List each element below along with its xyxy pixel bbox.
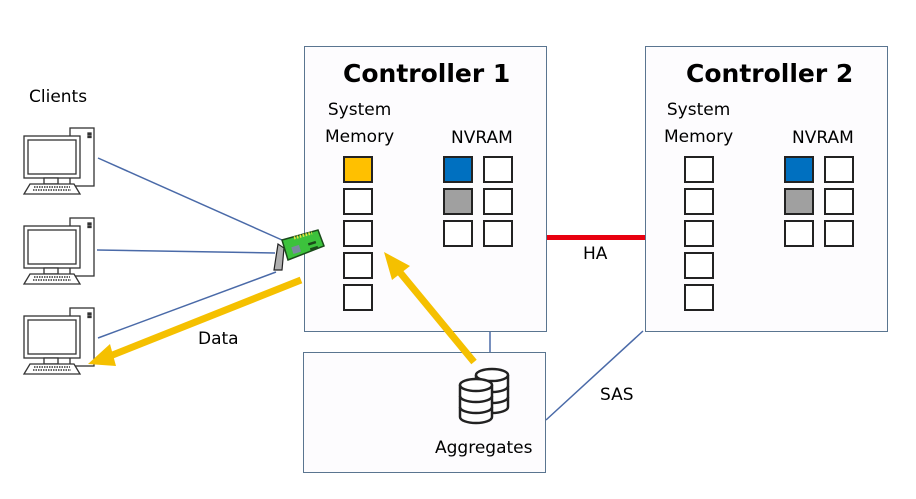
controller-2-title: Controller 2 bbox=[686, 59, 854, 88]
controller-1-box: Controller 1 System Memory NVRAM bbox=[304, 46, 547, 332]
nvram-cell bbox=[784, 156, 814, 183]
nvram-cell bbox=[443, 156, 473, 183]
system-memory-cell bbox=[684, 156, 714, 183]
controller-1-nvram-label: NVRAM bbox=[451, 128, 513, 148]
system-memory-cell bbox=[343, 252, 373, 279]
sas-link bbox=[545, 330, 644, 421]
controller-1-title: Controller 1 bbox=[343, 59, 511, 88]
nvram-cell bbox=[483, 220, 513, 247]
database-icon bbox=[458, 367, 510, 425]
clients-label: Clients bbox=[29, 87, 88, 107]
system-memory-cell bbox=[343, 220, 373, 247]
system-memory-cell bbox=[684, 252, 714, 279]
system-memory-cell bbox=[343, 156, 373, 183]
system-label: System bbox=[327, 100, 392, 120]
nvram-cell bbox=[784, 188, 814, 215]
controller-2-nvram-label: NVRAM bbox=[792, 128, 854, 148]
nvram-cell bbox=[443, 220, 473, 247]
aggregates-label: Aggregates bbox=[435, 438, 533, 458]
nvram-cell bbox=[483, 188, 513, 215]
data-label: Data bbox=[198, 329, 239, 349]
client-computer-icon bbox=[22, 307, 95, 375]
system-memory-cell bbox=[343, 188, 373, 215]
controller-2-system-memory-label: System Memory bbox=[664, 97, 733, 151]
memory-label: Memory bbox=[664, 127, 734, 147]
system-memory-cell bbox=[684, 284, 714, 311]
system-label: System bbox=[666, 100, 731, 120]
nvram-cell bbox=[443, 188, 473, 215]
system-memory-cell bbox=[343, 284, 373, 311]
system-memory-cell bbox=[684, 220, 714, 247]
client-1-link bbox=[97, 157, 283, 241]
client-3-link bbox=[97, 271, 277, 339]
network-card-icon bbox=[273, 229, 325, 271]
ha-link bbox=[547, 235, 645, 240]
nvram-cell bbox=[483, 156, 513, 183]
client-computer-icon bbox=[22, 127, 95, 195]
controller-1-system-memory-label: System Memory bbox=[325, 97, 394, 151]
memory-label: Memory bbox=[325, 127, 395, 147]
nvram-cell bbox=[824, 188, 854, 215]
client-2-link bbox=[96, 249, 276, 254]
nvram-cell bbox=[784, 220, 814, 247]
nvram-cell bbox=[824, 220, 854, 247]
client-computer-icon bbox=[22, 217, 95, 285]
ha-label: HA bbox=[583, 244, 608, 264]
system-memory-cell bbox=[684, 188, 714, 215]
controller-2-box: Controller 2 System Memory NVRAM bbox=[645, 46, 888, 332]
sas-label: SAS bbox=[600, 385, 634, 405]
nvram-cell bbox=[824, 156, 854, 183]
aggregates-box: Aggregates bbox=[303, 352, 546, 473]
